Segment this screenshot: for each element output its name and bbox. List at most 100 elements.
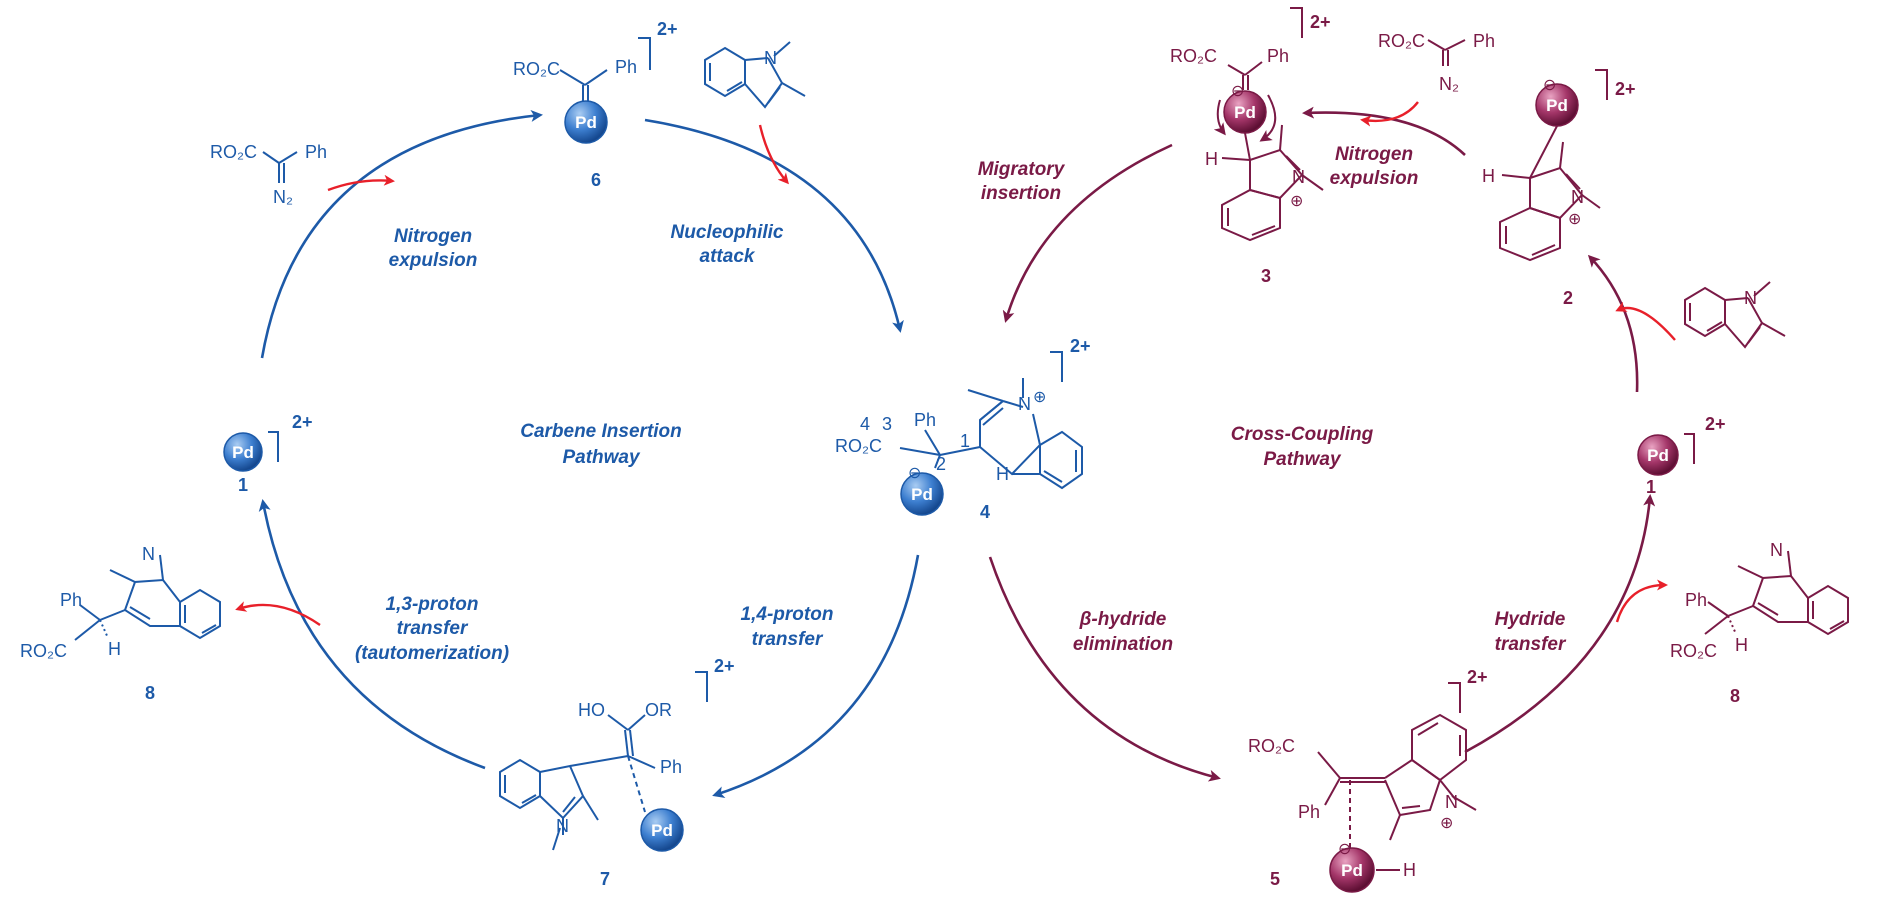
svg-text:H: H — [1403, 860, 1416, 880]
arrow-2-to-3 — [1302, 106, 1466, 156]
svg-text:2: 2 — [936, 454, 946, 474]
svg-text:N: N — [1018, 394, 1031, 414]
svg-text:N: N — [556, 816, 569, 836]
arrow-4-to-5 — [988, 556, 1221, 782]
svg-text:transfer: transfer — [752, 629, 824, 650]
svg-text:RO₂C: RO₂C — [210, 142, 257, 162]
svg-text:N: N — [1744, 288, 1757, 308]
svg-text:RO₂C: RO₂C — [20, 641, 67, 661]
svg-text:attack: attack — [700, 246, 756, 267]
arrow-4-to-7 — [712, 554, 920, 798]
svg-text:Ph: Ph — [1473, 31, 1495, 51]
svg-text:Pd: Pd — [911, 485, 933, 504]
indole-entry-right — [1615, 301, 1676, 341]
svg-text:H: H — [1735, 635, 1748, 655]
svg-text:H: H — [1482, 166, 1495, 186]
svg-text:transfer: transfer — [397, 618, 469, 639]
arrow-3-to-4 — [1002, 143, 1173, 323]
svg-text:RO₂C: RO₂C — [1670, 641, 1717, 661]
right-cycle-arrows — [988, 106, 1656, 782]
product-release-left — [235, 601, 321, 626]
svg-text:⊖: ⊖ — [1543, 77, 1556, 94]
compound-6-pd-carbene: Pd RO₂C Ph 2+ 6 — [513, 19, 678, 190]
compound-5-intermediate: RO₂C Ph N ⊕ Pd ⊖ H 2+ 5 — [1248, 667, 1488, 893]
svg-text:N: N — [1571, 187, 1584, 207]
svg-text:⊕: ⊕ — [1568, 211, 1581, 228]
label-migratory-insertion: Migratory — [978, 159, 1066, 180]
svg-text:RO₂C: RO₂C — [513, 59, 560, 79]
svg-text:2+: 2+ — [1070, 336, 1091, 356]
svg-text:N₂: N₂ — [1439, 74, 1459, 94]
label-hydride-transfer: Hydride — [1495, 609, 1566, 630]
diazo-entry-left — [327, 174, 395, 192]
diazo-reagent-left: RO₂C Ph N₂ — [210, 142, 327, 207]
svg-text:N: N — [1770, 540, 1783, 560]
arrow-1-to-2 — [1587, 254, 1639, 393]
reagent-arrows — [235, 101, 1676, 626]
svg-text:Ph: Ph — [660, 757, 682, 777]
svg-text:⊖: ⊖ — [908, 465, 921, 482]
svg-text:N₂: N₂ — [273, 187, 293, 207]
svg-text:Ph: Ph — [60, 590, 82, 610]
svg-text:N: N — [1292, 167, 1305, 187]
arrow-5-to-1 — [1464, 494, 1656, 754]
svg-text:H: H — [996, 464, 1009, 484]
svg-text:⊖: ⊖ — [1338, 841, 1351, 858]
svg-text:RO₂C: RO₂C — [1248, 736, 1295, 756]
svg-text:2+: 2+ — [1467, 667, 1488, 687]
svg-text:N: N — [764, 48, 777, 68]
svg-text:Pd: Pd — [1341, 861, 1363, 880]
label-13-proton-transfer: 1,3-proton — [386, 594, 479, 615]
label-14-proton-transfer: 1,4-proton — [741, 604, 834, 625]
svg-text:⊕: ⊕ — [1290, 193, 1303, 210]
compound-number: 4 — [980, 502, 990, 522]
svg-text:Ph: Ph — [1685, 590, 1707, 610]
compound-8-product-left: N Ph RO₂C H 8 — [20, 544, 221, 703]
svg-text:elimination: elimination — [1073, 634, 1173, 655]
svg-text:Ph: Ph — [914, 410, 936, 430]
svg-text:Pd: Pd — [1647, 446, 1669, 465]
indole-reagent-right: N — [1684, 281, 1786, 349]
svg-text:Pd: Pd — [1234, 103, 1256, 122]
svg-text:⊕: ⊕ — [1033, 389, 1046, 406]
compound-1-right: Pd 2+ 1 — [1637, 414, 1726, 497]
label-nitrogen-expulsion-right: Nitrogen — [1335, 144, 1413, 165]
diazo-entry-right — [1360, 101, 1419, 127]
svg-text:Pathway: Pathway — [1263, 449, 1342, 470]
svg-text:RO₂C: RO₂C — [1170, 46, 1217, 66]
compound-number: 2 — [1563, 288, 1573, 308]
diazo-reagent-right: RO₂C Ph N₂ — [1378, 31, 1495, 94]
left-cycle-arrows — [258, 109, 920, 798]
indole-reagent-left: N — [704, 41, 806, 109]
label-nucleophilic-attack: Nucleophilic — [671, 222, 784, 243]
compound-7-enol: HO OR Ph N Pd 2+ 7 — [499, 656, 735, 889]
svg-text:2+: 2+ — [292, 412, 313, 432]
svg-text:expulsion: expulsion — [1330, 168, 1419, 189]
label-carbene-insertion-pathway: Carbene Insertion — [520, 421, 682, 442]
compound-8-product-right: N Ph RO₂C H 8 — [1670, 540, 1849, 706]
svg-text:(tautomerization): (tautomerization) — [355, 643, 509, 664]
svg-text:N: N — [142, 544, 155, 564]
compound-number: 6 — [591, 170, 601, 190]
svg-text:⊕: ⊕ — [1440, 815, 1453, 832]
label-beta-hydride-elimination: β-hydride — [1079, 609, 1167, 630]
svg-text:Pathway: Pathway — [562, 447, 641, 468]
svg-text:Pd: Pd — [1546, 96, 1568, 115]
arrow-1-to-6 — [260, 109, 543, 359]
left-step-labels: Nitrogen expulsion Nucleophilic attack C… — [355, 222, 834, 664]
compound-number: 7 — [600, 869, 610, 889]
svg-text:3: 3 — [882, 414, 892, 434]
compound-2-intermediate: Pd ⊖ 2+ H N ⊕ 2 — [1482, 69, 1636, 308]
svg-text:Pd: Pd — [232, 443, 254, 462]
svg-text:Ph: Ph — [615, 57, 637, 77]
svg-text:2+: 2+ — [1310, 12, 1331, 32]
svg-text:⊖: ⊖ — [1231, 83, 1244, 100]
compound-4-intermediate: Ph RO₂C H N ⊕ 4 3 2 1 Pd ⊖ 2+ 4 — [835, 336, 1091, 522]
svg-text:RO₂C: RO₂C — [1378, 31, 1425, 51]
arrow-7-to-1 — [258, 499, 486, 770]
svg-text:2+: 2+ — [657, 19, 678, 39]
svg-text:4: 4 — [860, 414, 870, 434]
svg-text:Pd: Pd — [575, 113, 597, 132]
svg-text:Ph: Ph — [1267, 46, 1289, 66]
